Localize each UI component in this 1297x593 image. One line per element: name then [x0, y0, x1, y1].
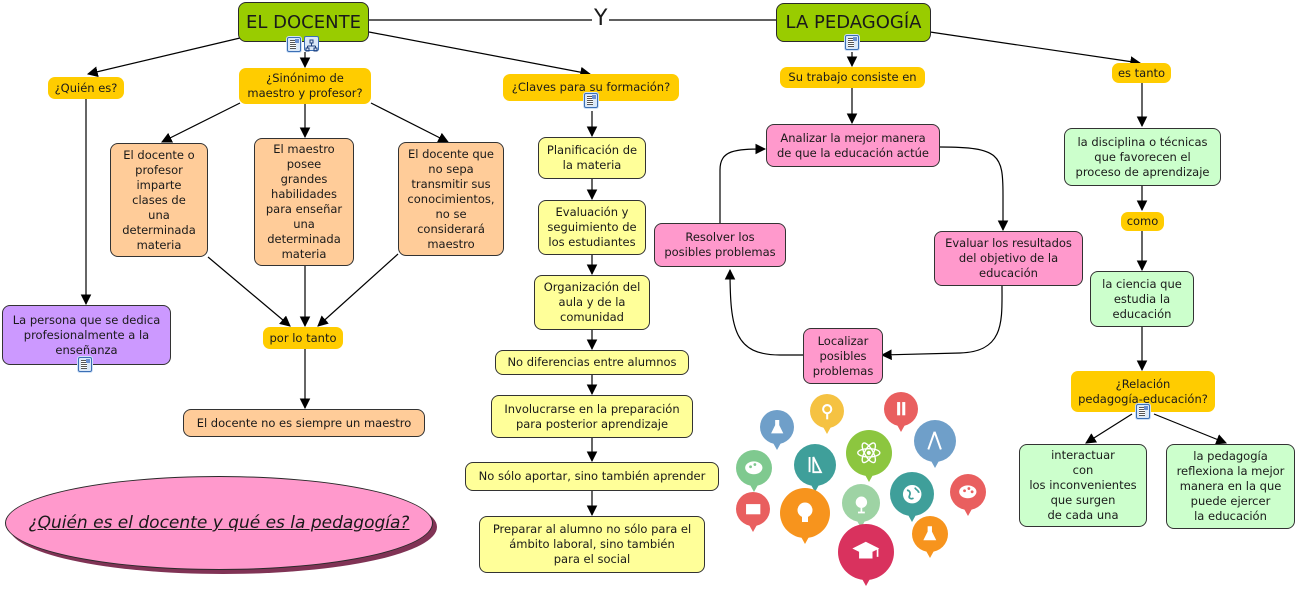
node-localizar[interactable]: Localizar posibles problemas — [803, 328, 883, 384]
ruler-triangle-icon — [794, 444, 836, 492]
node-evaluar-resultados[interactable]: Evaluar los resultados del objetivo de l… — [934, 231, 1083, 286]
globe-icon — [842, 484, 880, 528]
lightbulb-icon — [780, 488, 830, 544]
link-por-lo-tanto[interactable]: por lo tanto — [263, 327, 343, 349]
link-es-tanto[interactable]: es tanto — [1112, 63, 1171, 83]
node-disciplina[interactable]: la disciplina o técnicas que favorecen e… — [1064, 128, 1221, 186]
line-docente-claves — [368, 31, 592, 78]
node-no-diferencias[interactable]: No diferencias entre alumnos — [495, 350, 689, 375]
connector-y: Y — [592, 6, 610, 31]
node-ciencia[interactable]: la ciencia que estudia la educación — [1090, 271, 1194, 327]
resource-icon[interactable] — [1136, 404, 1150, 419]
link-relacion[interactable]: ¿Relación pedagogía-educación? — [1071, 371, 1215, 412]
flask-icon — [760, 410, 794, 450]
education-icons-cluster — [728, 388, 992, 588]
node-interactuar[interactable]: interactuar con los inconvenientes que s… — [1019, 444, 1147, 527]
pencils-icon — [884, 392, 918, 432]
compass-icon — [914, 420, 956, 468]
node-maestro-habilidades[interactable]: El maestro posee grandes habilidades par… — [254, 138, 354, 266]
line-docente-quien — [86, 37, 241, 78]
flask-icon — [912, 516, 948, 558]
link-sinonimo[interactable]: ¿Sinónimo de maestro y profesor? — [239, 68, 371, 104]
atom-icon — [846, 430, 892, 482]
magnifier-icon — [810, 394, 844, 434]
node-organizacion[interactable]: Organización del aula y de la comunidad — [534, 275, 650, 330]
book-icon — [736, 492, 770, 532]
map-title-ellipse: ¿Quién es el docente y qué es la pedagog… — [5, 476, 433, 570]
node-involucrarse[interactable]: Involucrarse en la preparación para post… — [491, 395, 693, 438]
link-trabajo-consiste[interactable]: Su trabajo consiste en — [780, 67, 925, 88]
earth-icon — [890, 472, 934, 522]
resource-icon[interactable] — [287, 37, 301, 52]
palette-icon — [950, 474, 986, 516]
map-title: ¿Quién es el docente y qué es la pedagog… — [28, 513, 410, 533]
concept-map-icon[interactable] — [304, 36, 319, 52]
node-la-pedagogia[interactable]: LA PEDAGOGÍA — [776, 3, 931, 42]
node-preparar-alumno[interactable]: Preparar al alumno no sólo para el ámbit… — [479, 516, 705, 573]
node-docente-profesor[interactable]: El docente o profesor imparte clases de … — [110, 143, 208, 257]
link-como[interactable]: como — [1121, 212, 1164, 231]
node-resolver[interactable]: Resolver los posibles problemas — [654, 223, 786, 267]
resource-icon[interactable] — [78, 357, 92, 372]
node-planificacion[interactable]: Planificación de la materia — [538, 137, 646, 179]
node-docente-no-transmite[interactable]: El docente que no sepa transmitir sus co… — [398, 142, 504, 256]
node-evaluacion[interactable]: Evaluación y seguimiento de los estudian… — [538, 200, 646, 255]
node-el-docente[interactable]: EL DOCENTE — [238, 2, 369, 42]
node-aportar-aprender[interactable]: No sólo aportar, sino también aprender — [465, 462, 719, 491]
link-quien-es[interactable]: ¿Quién es? — [48, 77, 124, 99]
node-reflexiona[interactable]: la pedagogía reflexiona la mejor manera … — [1166, 444, 1295, 529]
node-conclusion[interactable]: El docente no es siempre un maestro — [183, 409, 425, 437]
resource-icon[interactable] — [845, 35, 859, 50]
palette-icon — [736, 450, 772, 492]
node-persona-ensenanza[interactable]: La persona que se dedica profesionalment… — [2, 305, 171, 365]
resource-icon[interactable] — [584, 93, 598, 108]
node-analizar[interactable]: Analizar la mejor manera de que la educa… — [766, 124, 940, 167]
graduation-cap-icon — [838, 524, 894, 586]
